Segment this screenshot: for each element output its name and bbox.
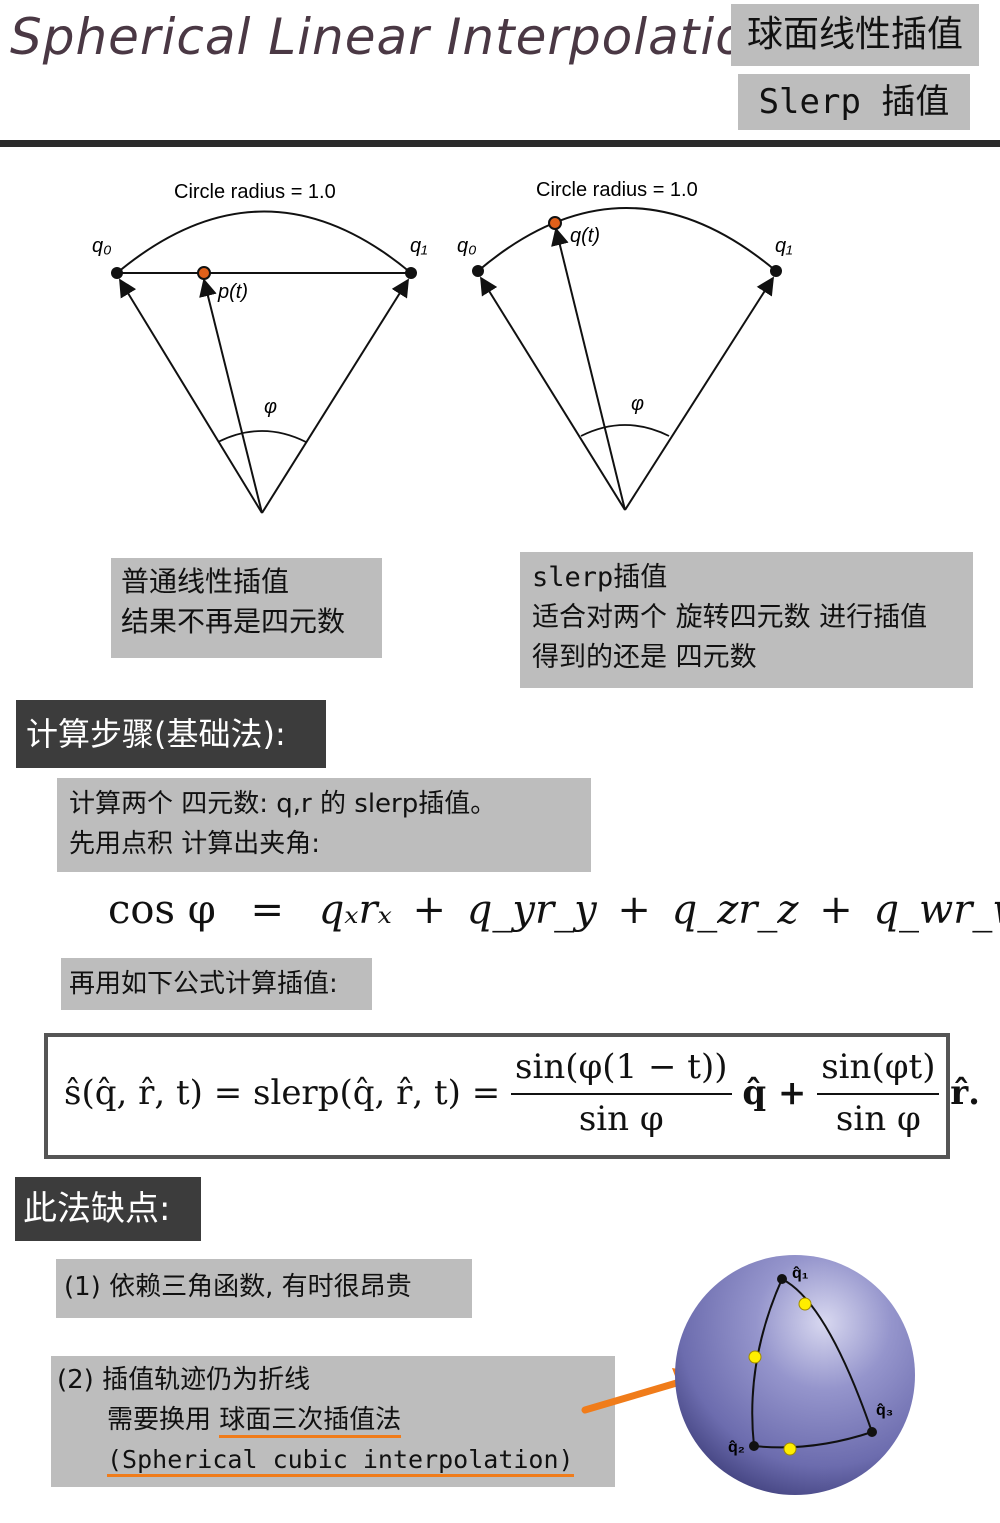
drawback-item-2-line1: (2) 插值轨迹仍为折线 — [57, 1365, 311, 1395]
fraction-1-denominator: sin φ — [578, 1099, 664, 1139]
sphere-q3-label: q̂₃ — [876, 1402, 893, 1419]
phi-label: φ — [264, 396, 277, 418]
vector-q0 — [119, 278, 263, 514]
sphere-point-q3 — [867, 1427, 877, 1437]
sphere-illustration: q̂₁ q̂₂ q̂₃ — [675, 1255, 915, 1495]
dot-formula-rhs: qₓrₓ + q_yr_y + q_zr_z + q_wr_w — [318, 887, 1000, 933]
linear-interpolation-diagram: Circle radius = 1.0 q₀ q₁ p(t) φ — [92, 181, 427, 514]
point-q0 — [111, 267, 123, 279]
q0-label: q₀ — [457, 235, 477, 257]
sphere-interp-point — [783, 1442, 797, 1456]
fraction-1-numerator: sin(φ(1 − t)) — [511, 1047, 732, 1095]
steps-heading: 计算步骤(基础法): — [16, 700, 326, 768]
point-q1 — [770, 265, 782, 277]
point-q0 — [472, 265, 484, 277]
slerp-formula: ŝ(q̂, r̂, t) = slerp(q̂, r̂, t) = sin(φ(… — [64, 1047, 980, 1139]
sphere-point-q1 — [777, 1274, 787, 1284]
drawback-item-2-prefix: 需要换用 — [107, 1405, 220, 1435]
vector-q1 — [624, 276, 774, 511]
qt-label: q(t) — [570, 225, 600, 247]
q0-label: q₀ — [92, 235, 112, 257]
sphere-point-q2 — [749, 1441, 759, 1451]
vector-pt — [199, 278, 263, 514]
sphere-q1-label: q̂₁ — [792, 1265, 809, 1282]
unit-arc — [116, 210, 412, 274]
q1-label: q₁ — [775, 235, 792, 257]
drawback-item-2-line3: (Spherical cubic interpolation) — [57, 1440, 609, 1480]
header-divider — [0, 140, 1000, 147]
vector-q0 — [480, 276, 626, 511]
radius-label: Circle radius = 1.0 — [174, 181, 336, 203]
drawback-item-2: (2) 插值轨迹仍为折线 需要换用 球面三次插值法 (Spherical cub… — [51, 1356, 615, 1487]
page-title: Spherical Linear Interpolation — [10, 8, 780, 66]
vector-q1 — [261, 278, 409, 514]
step1-line1: 计算两个 四元数: q,r 的 slerp插值。 — [69, 789, 497, 819]
drawback-item-2-english: (Spherical cubic interpolation) — [107, 1445, 574, 1477]
step1-line2: 先用点积 计算出夹角: — [69, 829, 321, 859]
fraction-2: sin(φt) sin φ — [817, 1047, 940, 1139]
drawback-item-2-highlight: 球面三次插值法 — [219, 1405, 402, 1438]
slerp-formula-box: ŝ(q̂, r̂, t) = slerp(q̂, r̂, t) = sin(φ(… — [44, 1033, 980, 1159]
phi-label: φ — [631, 393, 644, 415]
angle-arc — [217, 430, 307, 443]
drawback-item-2-line2: 需要换用 球面三次插值法 — [57, 1400, 609, 1440]
radius-label: Circle radius = 1.0 — [536, 179, 698, 201]
fraction-1: sin(φ(1 − t)) sin φ — [511, 1047, 732, 1139]
point-pt — [197, 266, 211, 280]
slerp-formula-tail: r̂. — [950, 1073, 981, 1113]
note-linear-line1: 普通线性插值 — [121, 565, 290, 598]
point-q1 — [405, 267, 417, 279]
drawbacks-heading: 此法缺点: — [15, 1177, 201, 1241]
note-slerp-line3: 得到的还是 四元数 — [532, 642, 757, 673]
dot-formula-lhs: cos φ — [108, 887, 216, 933]
title-tag-slerp: Slerp 插值 — [738, 74, 970, 130]
unit-arc — [477, 207, 777, 272]
note-linear-line2: 结果不再是四元数 — [121, 605, 346, 638]
fraction-2-denominator: sin φ — [835, 1099, 921, 1139]
note-slerp-line1: slerp插值 — [532, 562, 668, 593]
dot-product-formula: cos φ = qₓrₓ + q_yr_y + q_zr_z + q_wr_w — [108, 880, 1000, 940]
slerp-diagram: Circle radius = 1.0 q₀ q₁ q(t) φ — [457, 179, 792, 511]
sphere-body — [675, 1255, 915, 1495]
dot-formula-eq: = — [250, 887, 284, 933]
sphere-interp-point — [798, 1297, 812, 1311]
fraction-2-numerator: sin(φt) — [817, 1047, 940, 1095]
note-slerp-line2: 适合对两个 旋转四元数 进行插值 — [532, 602, 928, 633]
slerp-formula-mid: q̂ + — [742, 1073, 807, 1113]
point-qt — [548, 216, 562, 230]
step2-box: 再用如下公式计算插值: — [61, 958, 372, 1010]
slerp-formula-lhs: ŝ(q̂, r̂, t) = slerp(q̂, r̂, t) = — [64, 1073, 501, 1113]
sphere-q2-label: q̂₂ — [728, 1439, 745, 1456]
note-slerp: slerp插值 适合对两个 旋转四元数 进行插值 得到的还是 四元数 — [520, 552, 973, 688]
angle-arc — [580, 424, 670, 437]
note-linear: 普通线性插值 结果不再是四元数 — [111, 558, 382, 658]
step1-box: 计算两个 四元数: q,r 的 slerp插值。 先用点积 计算出夹角: — [57, 778, 591, 872]
drawback-item-1: (1) 依赖三角函数, 有时很昂贵 — [56, 1259, 472, 1318]
sphere-interp-point — [748, 1350, 762, 1364]
pt-label: p(t) — [217, 281, 248, 303]
title-tag-chinese: 球面线性插值 — [731, 4, 979, 66]
vector-qt — [551, 227, 626, 511]
q1-label: q₁ — [410, 235, 427, 257]
